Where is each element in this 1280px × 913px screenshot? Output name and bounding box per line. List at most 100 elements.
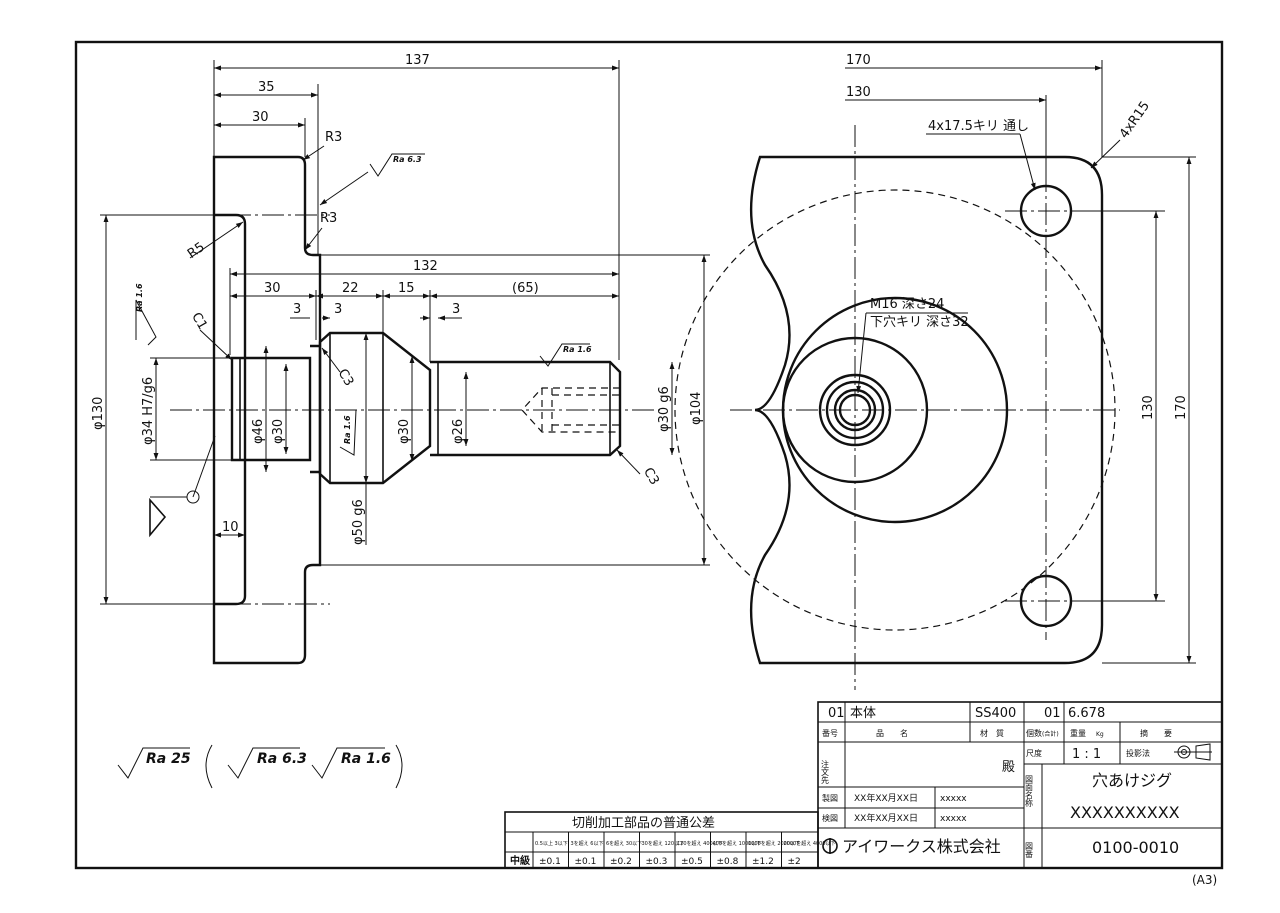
- dono: 殿: [1002, 760, 1015, 775]
- dim-3-c: 3: [452, 302, 460, 317]
- dim-phi46: φ46: [251, 419, 266, 444]
- tolerance-class: 中級: [510, 854, 530, 867]
- tolerance-range-2: 6を超え 30以下: [606, 840, 642, 847]
- tolerance-range-3: 30を超え 120以下: [642, 840, 685, 847]
- projection-label: 投影法: [1126, 748, 1150, 758]
- dim-130-top: 130: [846, 85, 871, 100]
- checked-label: 検図: [822, 813, 838, 823]
- dim-130-right: 130: [1141, 395, 1156, 420]
- note-r15: 4xR15: [1117, 99, 1153, 142]
- header-name: 品 名: [876, 728, 908, 738]
- part-name: 本体: [850, 706, 876, 721]
- ra-6-3-mark: Ra 6.3: [393, 155, 422, 164]
- dim-3-a: 3: [293, 302, 301, 317]
- tolerance-value-5: ±0.8: [717, 857, 739, 867]
- dim-170-top: 170: [846, 53, 871, 68]
- front-view-dimensions: 137 35 30 R3 R3 R5 132 30 22 15 (65) 3 3…: [91, 53, 710, 605]
- dim-22: 22: [342, 281, 359, 296]
- title-block: 01 本体 SS400 01 6.678 番号 品 名 材 質 個数 (合計) …: [817, 701, 1223, 869]
- dim-phi26: φ26: [451, 419, 466, 444]
- quantity: 01: [1044, 706, 1061, 721]
- weight: 6.678: [1068, 706, 1105, 721]
- drawing-title-2: XXXXXXXXXX: [1070, 803, 1180, 822]
- dim-phi30-g6: φ30 g6: [657, 386, 672, 432]
- tolerance-range-1: 3を超え 6以下: [571, 840, 604, 847]
- dim-phi30-a: φ30: [271, 419, 286, 444]
- dim-r3-lower: R3: [320, 211, 337, 226]
- header-qty: 個数: [1026, 728, 1042, 738]
- tolerance-value-1: ±0.1: [575, 857, 597, 867]
- scale: 1 : 1: [1072, 747, 1101, 762]
- tolerance-range-5: 400を超え 1000以下: [713, 840, 762, 847]
- tolerance-range-7: 2000を超え 4000以下: [784, 840, 836, 847]
- dwg-number: 0100-0010: [1092, 838, 1179, 857]
- dim-r5: R5: [185, 240, 208, 262]
- ra-1-6-mark-shaft: Ra 1.6: [563, 345, 592, 354]
- dim-30-top: 30: [252, 110, 269, 125]
- dim-r3-upper: R3: [325, 130, 342, 145]
- ra-1-6-mark-collar: Ra 1.6: [343, 415, 352, 444]
- dim-15: 15: [398, 281, 415, 296]
- dwg-label: 図番: [1025, 842, 1034, 859]
- roughness-legend: Ra 25 Ra 6.3 Ra 1.6: [117, 744, 403, 789]
- front-view: [170, 155, 660, 665]
- drawing-title: 穴あけジグ: [1092, 771, 1172, 790]
- ra-1-6-mark-left: Ra 1.6: [135, 283, 144, 312]
- header-weight: 重量: [1070, 728, 1086, 738]
- tolerance-value-6: ±1.2: [752, 857, 774, 867]
- order-label: 注文先: [821, 759, 830, 785]
- tolerance-range-0: 0.5以上 3以下: [535, 840, 568, 847]
- dim-65: (65): [512, 281, 539, 296]
- dim-137: 137: [405, 53, 430, 68]
- plan-view: [674, 125, 1120, 690]
- checked-date: XX年XX月XX日: [854, 812, 918, 824]
- tolerance-value-2: ±0.2: [610, 857, 632, 867]
- tolerance-value-0: ±0.1: [539, 857, 561, 867]
- header-material: 材 質: [980, 728, 1004, 738]
- tolerance-table: 切削加工部品の普通公差 0.5以上 3以下 ±0.1 3を超え 6以下 ±0.1 6を超…: [504, 811, 836, 869]
- tolerance-title: 切削加工部品の普通公差: [572, 816, 715, 831]
- legend-ra-1-6: Ra 1.6: [341, 751, 391, 767]
- tolerance-value-4: ±0.5: [681, 857, 703, 867]
- drawn-date: XX年XX月XX日: [854, 792, 918, 804]
- plan-view-dimensions: 170 130 4x17.5キリ 通し 4xR15 M16 深さ24 下穴キリ …: [845, 53, 1196, 664]
- dim-c3-b: C3: [640, 465, 662, 488]
- dim-phi130: φ130: [91, 397, 106, 430]
- title-label: 図面名称: [1025, 775, 1034, 808]
- dim-phi30-b: φ30: [397, 419, 412, 444]
- dim-c1: C1: [188, 310, 210, 333]
- header-qty-sub: (合計): [1042, 730, 1059, 738]
- tolerance-value-3: ±0.3: [646, 857, 668, 867]
- dim-phi34: φ34 H7/g6: [141, 377, 156, 445]
- projection-symbol: [1174, 743, 1212, 761]
- drawn-by: xxxxx: [940, 794, 967, 804]
- tolerance-range-4: 120を超え 400以下: [677, 840, 723, 847]
- surface-marks: Ra 6.3 Ra 1.6 Ra 1.6 Ra 1.6: [135, 153, 592, 456]
- drawn-label: 製図: [822, 793, 838, 803]
- dim-35: 35: [258, 80, 275, 95]
- checked-by: xxxxx: [940, 814, 967, 824]
- dim-phi50: φ50 g6: [351, 499, 366, 545]
- header-no: 番号: [822, 728, 838, 738]
- note-m16: M16 深さ24: [870, 297, 944, 312]
- scale-label: 尺度: [1026, 748, 1042, 758]
- part-no: 01: [828, 706, 845, 721]
- sheet-size: (A3): [1192, 873, 1217, 887]
- dim-170-right: 170: [1174, 395, 1189, 420]
- dim-10: 10: [222, 520, 239, 535]
- dim-3-b: 3: [334, 302, 342, 317]
- dim-phi104: φ104: [689, 392, 704, 425]
- legend-ra-6-3: Ra 6.3: [257, 751, 307, 767]
- dim-132: 132: [413, 259, 438, 274]
- legend-ra-25: Ra 25: [146, 751, 191, 767]
- company-name: アイワークス株式会社: [842, 837, 1001, 856]
- material: SS400: [975, 706, 1016, 721]
- dim-30: 30: [264, 281, 281, 296]
- note-holes: 4x17.5キリ 通し: [928, 119, 1029, 134]
- note-pilot: 下穴キリ 深さ32: [870, 315, 969, 330]
- tolerance-range-6: 1000を超え 2000以下: [748, 840, 800, 847]
- drawing-frame: [74, 40, 1224, 870]
- header-note: 摘 要: [1140, 728, 1172, 738]
- header-weight-unit: Kg: [1096, 731, 1104, 738]
